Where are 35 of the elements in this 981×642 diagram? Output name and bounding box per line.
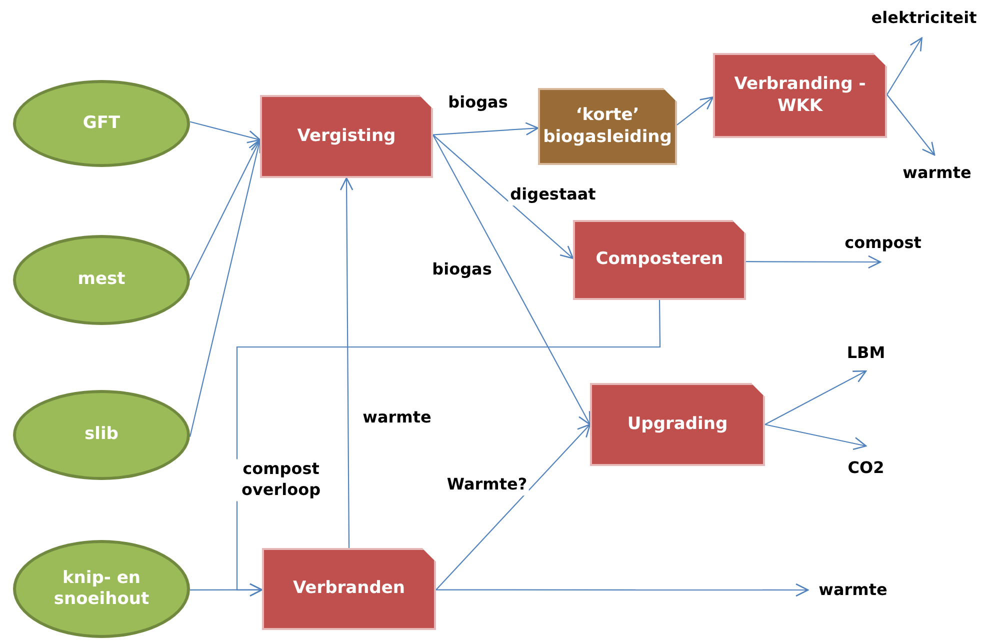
pipeline-box: ‘korte’ biogasleiding [538, 88, 677, 165]
arrow [676, 96, 714, 126]
arrow [432, 134, 591, 426]
edge-label: biogas [430, 260, 494, 280]
output-label: CO2 [843, 446, 889, 478]
input-ellipse: knip- en snoeihout [13, 540, 190, 638]
arrow [190, 139, 261, 280]
arrow [886, 37, 922, 95]
input-ellipse: GFT [13, 80, 190, 167]
input-ellipse: slib [13, 390, 190, 480]
arrow [436, 424, 591, 590]
arrow [432, 122, 539, 136]
arrow [340, 177, 354, 548]
arrow [764, 424, 867, 450]
arrow [764, 370, 867, 425]
arrow [886, 94, 936, 156]
process-box: Composteren [573, 220, 746, 300]
arrow [236, 300, 661, 597]
edge-label: biogas [446, 92, 510, 114]
process-box: Verbranden [262, 548, 436, 630]
arrow [190, 121, 261, 144]
output-label: elektriciteit [868, 8, 980, 38]
arrow [432, 134, 574, 260]
arrow [746, 255, 882, 269]
edge-label: digestaat [508, 184, 598, 206]
output-label: LBM [843, 343, 889, 371]
edge-label: Warmte? [444, 474, 530, 496]
output-label: warmte [808, 578, 898, 602]
output-label: warmte [896, 155, 978, 183]
arrow [436, 583, 809, 597]
process-box: Vergisting [260, 95, 433, 178]
process-box: Upgrading [590, 383, 765, 466]
input-ellipse: mest [13, 235, 190, 325]
process-box: Verbranding - WKK [713, 53, 887, 138]
output-label: compost [840, 233, 926, 262]
